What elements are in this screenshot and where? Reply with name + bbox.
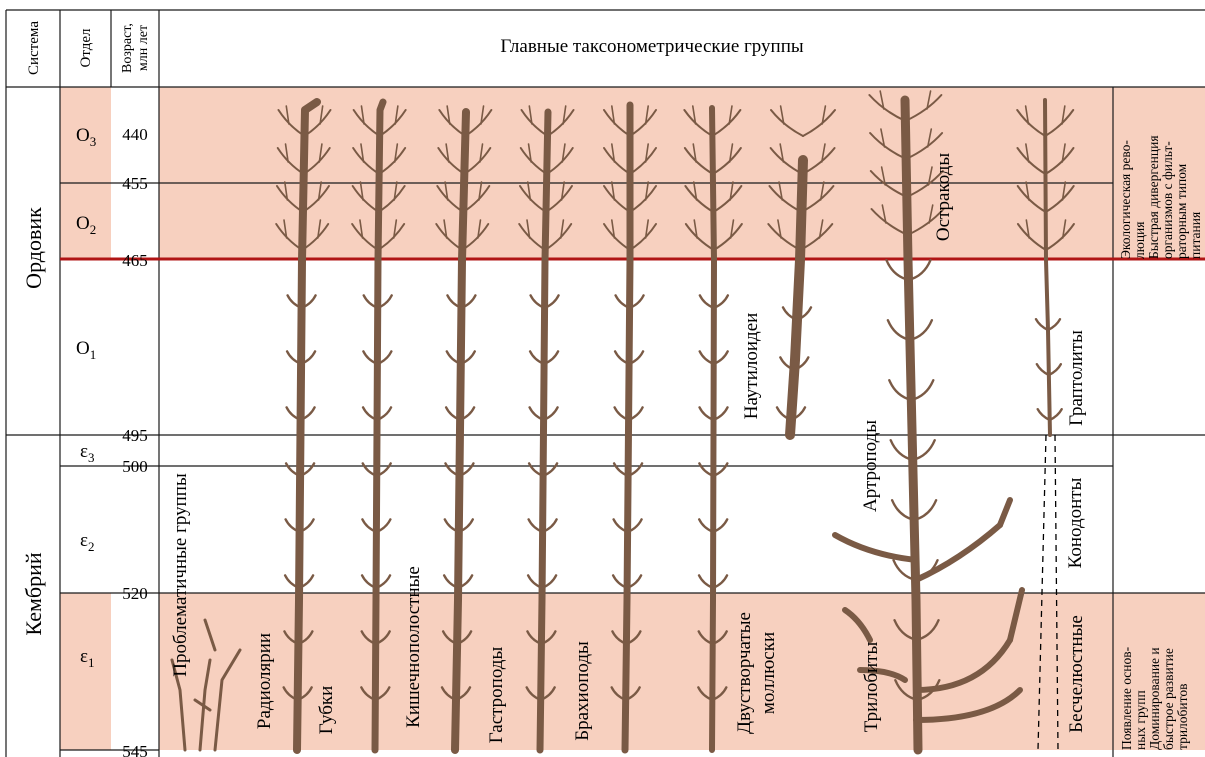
age-520: 520 xyxy=(122,584,148,603)
label-bivalves-1: Двустворчатые xyxy=(734,612,755,734)
label-trilobites: Трилобиты xyxy=(861,642,882,733)
label-conodonts: Конодонты xyxy=(1065,477,1086,568)
age-545: 545 xyxy=(122,742,148,757)
division-e3: ε3 xyxy=(80,441,94,465)
label-bivalves-2: моллюски xyxy=(758,632,779,714)
header-age-label-1: Возраст, xyxy=(120,23,135,73)
svg-text:быстрое развитие: быстрое развитие xyxy=(1161,648,1176,750)
label-arthropods: Артроподы xyxy=(860,420,881,512)
system-cambrian: Кембрий xyxy=(21,552,46,635)
svg-text:питания: питания xyxy=(1188,212,1203,259)
svg-text:Появление основ-: Появление основ- xyxy=(1119,646,1134,750)
label-sponges: Губки xyxy=(316,686,337,735)
age-495: 495 xyxy=(122,426,148,445)
header-division-label: Отдел xyxy=(78,28,94,67)
svg-text:Доминирование и: Доминирование и xyxy=(1147,647,1162,750)
label-problematic-groups: Проблематичные группы xyxy=(170,473,191,677)
svg-text:раторным типом: раторным типом xyxy=(1174,163,1189,259)
age-440: 440 xyxy=(122,125,148,144)
age-500: 500 xyxy=(122,457,148,476)
label-graptolites: Граптолиты xyxy=(1066,330,1087,426)
band-cambrian-lower xyxy=(60,593,1205,750)
division-o1: O1 xyxy=(76,338,96,362)
header-age-label-2: млн лет xyxy=(136,25,151,71)
label-nautiloids: Наутилоидеи xyxy=(741,313,762,420)
trilobites-branch xyxy=(1000,500,1010,525)
svg-text:ных групп: ных групп xyxy=(1133,690,1148,750)
groups-title: Главные таксонометрические группы xyxy=(500,36,804,57)
label-gastropods: Гастроподы xyxy=(486,647,507,744)
division-e2: ε2 xyxy=(80,530,94,554)
svg-text:Быстрая дивергенция: Быстрая дивергенция xyxy=(1146,135,1161,259)
svg-text:люция: люция xyxy=(1132,222,1147,259)
trilobites-branch xyxy=(916,525,1000,580)
label-ostracods: Остракоды xyxy=(933,153,954,242)
label-coelenterates: Кишечнополостные xyxy=(403,566,424,728)
label-jawless: Бесчелюстные xyxy=(1066,615,1087,733)
header-system-label: Система xyxy=(26,21,42,75)
svg-text:организмов с фильт-: организмов с фильт- xyxy=(1160,141,1175,259)
label-radiolaria: Радиолярии xyxy=(254,633,275,729)
label-brachiopods: Брахиоподы xyxy=(572,641,593,741)
trilobites-branch xyxy=(835,535,916,560)
svg-text:Экологическая рево-: Экологическая рево- xyxy=(1118,140,1133,259)
age-455: 455 xyxy=(122,174,148,193)
svg-text:трилобитов: трилобитов xyxy=(1175,684,1190,750)
age-465: 465 xyxy=(122,251,148,270)
system-ordovician: Ордовик xyxy=(21,207,46,289)
nautiloids-stem xyxy=(712,108,714,750)
